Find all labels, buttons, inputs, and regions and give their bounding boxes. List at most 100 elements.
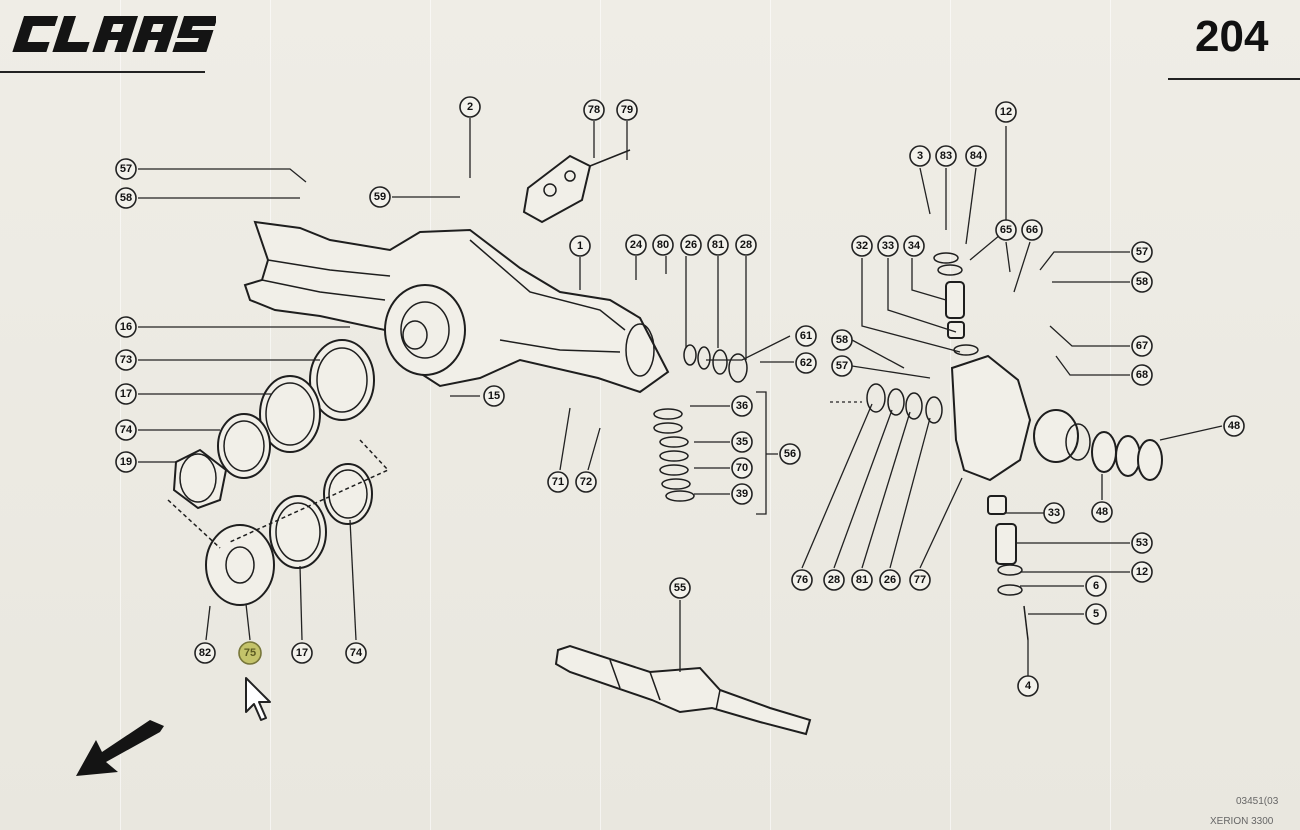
callout-66[interactable]: 66	[1021, 219, 1043, 241]
callout-79[interactable]: 79	[616, 99, 638, 121]
callout-bubbles: 2 78 79 57 58 59 1 24 80 26 81 28 16 73 …	[115, 96, 1245, 697]
callout-2[interactable]: 2	[459, 96, 481, 118]
callout-62[interactable]: 62	[795, 352, 817, 374]
grid-line	[430, 0, 431, 830]
svg-text:77: 77	[914, 574, 926, 586]
callout-81[interactable]: 81	[851, 569, 873, 591]
callout-73[interactable]: 73	[115, 349, 137, 371]
callout-48[interactable]: 48	[1091, 501, 1113, 523]
svg-text:19: 19	[120, 456, 132, 468]
callout-26[interactable]: 26	[680, 234, 702, 256]
svg-text:4: 4	[1025, 680, 1032, 692]
svg-text:33: 33	[1048, 507, 1060, 519]
callout-78[interactable]: 78	[583, 99, 605, 121]
callout-80[interactable]: 80	[652, 234, 674, 256]
svg-text:61: 61	[800, 330, 812, 342]
svg-text:2: 2	[467, 101, 473, 113]
callout-48[interactable]: 48	[1223, 415, 1245, 437]
callout-34[interactable]: 34	[903, 235, 925, 257]
svg-text:16: 16	[120, 321, 132, 333]
arrow-down-left-icon[interactable]	[72, 718, 172, 782]
callout-39[interactable]: 39	[731, 483, 753, 505]
leader-lines	[138, 118, 1223, 676]
callout-77[interactable]: 77	[909, 569, 931, 591]
svg-text:57: 57	[836, 360, 848, 372]
callout-76[interactable]: 76	[791, 569, 813, 591]
svg-text:81: 81	[856, 574, 868, 586]
callout-12[interactable]: 12	[995, 101, 1017, 123]
callout-75-selected[interactable]: 75	[238, 641, 262, 665]
spring-stack	[653, 344, 748, 502]
svg-text:82: 82	[199, 647, 211, 659]
callout-71[interactable]: 71	[547, 471, 569, 493]
callout-17[interactable]: 17	[115, 383, 137, 405]
svg-text:39: 39	[736, 488, 748, 500]
svg-text:24: 24	[630, 239, 643, 251]
callout-70[interactable]: 70	[731, 457, 753, 479]
callout-59[interactable]: 59	[369, 186, 391, 208]
grid-line	[600, 0, 601, 830]
callout-65[interactable]: 65	[995, 219, 1017, 241]
callout-72[interactable]: 72	[575, 471, 597, 493]
svg-text:74: 74	[350, 647, 363, 659]
callout-6[interactable]: 6	[1085, 575, 1107, 597]
svg-text:57: 57	[120, 163, 132, 175]
svg-text:55: 55	[674, 582, 686, 594]
callout-33[interactable]: 33	[877, 235, 899, 257]
callout-82[interactable]: 82	[194, 642, 216, 664]
grid-line	[1110, 0, 1111, 830]
callout-58[interactable]: 58	[1131, 271, 1153, 293]
callout-16[interactable]: 16	[115, 316, 137, 338]
callout-28[interactable]: 28	[823, 569, 845, 591]
callout-83[interactable]: 83	[935, 145, 957, 167]
svg-text:17: 17	[296, 647, 308, 659]
drawing-reference-code: 03451(03	[1236, 796, 1279, 807]
svg-text:78: 78	[588, 104, 600, 116]
callout-56[interactable]: 56	[779, 443, 801, 465]
svg-text:48: 48	[1228, 420, 1240, 432]
callout-55[interactable]: 55	[669, 577, 691, 599]
callout-26[interactable]: 26	[879, 569, 901, 591]
callout-3[interactable]: 3	[909, 145, 931, 167]
callout-35[interactable]: 35	[731, 431, 753, 453]
callout-74[interactable]: 74	[345, 642, 367, 664]
svg-text:58: 58	[1136, 276, 1148, 288]
svg-text:81: 81	[712, 239, 724, 251]
page-number: 204	[1195, 12, 1269, 61]
callout-36[interactable]: 36	[731, 395, 753, 417]
callout-24[interactable]: 24	[625, 234, 647, 256]
callout-57[interactable]: 57	[1131, 241, 1153, 263]
svg-text:70: 70	[736, 462, 748, 474]
grid-line	[950, 0, 951, 830]
callout-53[interactable]: 53	[1131, 532, 1153, 554]
svg-text:35: 35	[736, 436, 748, 448]
callout-33[interactable]: 33	[1043, 502, 1065, 524]
svg-text:58: 58	[120, 192, 132, 204]
callout-84[interactable]: 84	[965, 145, 987, 167]
callout-4[interactable]: 4	[1017, 675, 1039, 697]
callout-81[interactable]: 81	[707, 234, 729, 256]
callout-58[interactable]: 58	[115, 187, 137, 209]
svg-text:56: 56	[784, 448, 796, 460]
svg-text:72: 72	[580, 476, 592, 488]
callout-1[interactable]: 1	[569, 235, 591, 257]
seal-rings-left	[167, 339, 390, 606]
callout-58[interactable]: 58	[831, 329, 853, 351]
callout-12[interactable]: 12	[1131, 561, 1153, 583]
callout-19[interactable]: 19	[115, 451, 137, 473]
callout-67[interactable]: 67	[1131, 335, 1153, 357]
callout-32[interactable]: 32	[851, 235, 873, 257]
callout-5[interactable]: 5	[1085, 603, 1107, 625]
callout-57[interactable]: 57	[831, 355, 853, 377]
svg-text:62: 62	[800, 357, 812, 369]
callout-15[interactable]: 15	[483, 385, 505, 407]
callout-68[interactable]: 68	[1131, 364, 1153, 386]
callout-74[interactable]: 74	[115, 419, 137, 441]
callout-28[interactable]: 28	[735, 234, 757, 256]
callout-57[interactable]: 57	[115, 158, 137, 180]
callout-61[interactable]: 61	[795, 325, 817, 347]
callout-17[interactable]: 17	[291, 642, 313, 664]
svg-text:53: 53	[1136, 537, 1148, 549]
svg-text:66: 66	[1026, 224, 1038, 236]
bracket-plate	[522, 149, 631, 224]
